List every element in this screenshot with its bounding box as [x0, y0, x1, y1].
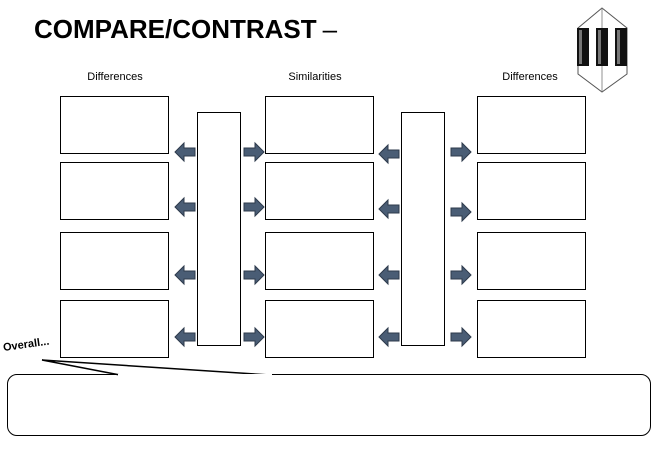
left-difference-box-3[interactable]: [60, 232, 169, 290]
right-topic-column[interactable]: [401, 112, 445, 346]
title-dash: –: [322, 14, 338, 44]
left-difference-box-1[interactable]: [60, 96, 169, 154]
block-arrow-icon: [174, 197, 196, 217]
similarities-heading: Similarities: [288, 71, 342, 83]
block-arrow-icon: [450, 142, 472, 162]
left-difference-box-2[interactable]: [60, 162, 169, 220]
block-arrow-icon: [174, 142, 196, 162]
block-arrow-icon: [450, 327, 472, 347]
block-arrow-icon: [243, 265, 265, 285]
right-difference-box-4[interactable]: [477, 300, 586, 358]
block-arrow-icon: [378, 327, 400, 347]
similarity-box-4[interactable]: [265, 300, 374, 358]
block-arrow-icon: [378, 144, 400, 164]
similarity-box-1[interactable]: [265, 96, 374, 154]
similarity-box-3[interactable]: [265, 232, 374, 290]
right-difference-box-3[interactable]: [477, 232, 586, 290]
right-difference-box-2[interactable]: [477, 162, 586, 220]
block-arrow-icon: [450, 265, 472, 285]
page-title: COMPARE/CONTRAST–: [34, 14, 337, 45]
block-arrow-icon: [174, 265, 196, 285]
similarity-box-2[interactable]: [265, 162, 374, 220]
left-difference-box-4[interactable]: [60, 300, 169, 358]
block-arrow-icon: [174, 327, 196, 347]
block-arrow-icon: [243, 197, 265, 217]
block-arrow-icon: [378, 199, 400, 219]
right-differences-heading: Differences: [502, 71, 558, 83]
block-arrow-icon: [378, 265, 400, 285]
block-arrow-icon: [243, 142, 265, 162]
block-arrow-icon: [450, 202, 472, 222]
title-text: COMPARE/CONTRAST: [34, 14, 317, 44]
right-difference-box-1[interactable]: [477, 96, 586, 154]
left-differences-heading: Differences: [87, 71, 143, 83]
overall-label: Overall...: [2, 335, 51, 354]
left-topic-column[interactable]: [197, 112, 241, 346]
overall-summary-box[interactable]: [7, 374, 651, 436]
block-arrow-icon: [243, 327, 265, 347]
